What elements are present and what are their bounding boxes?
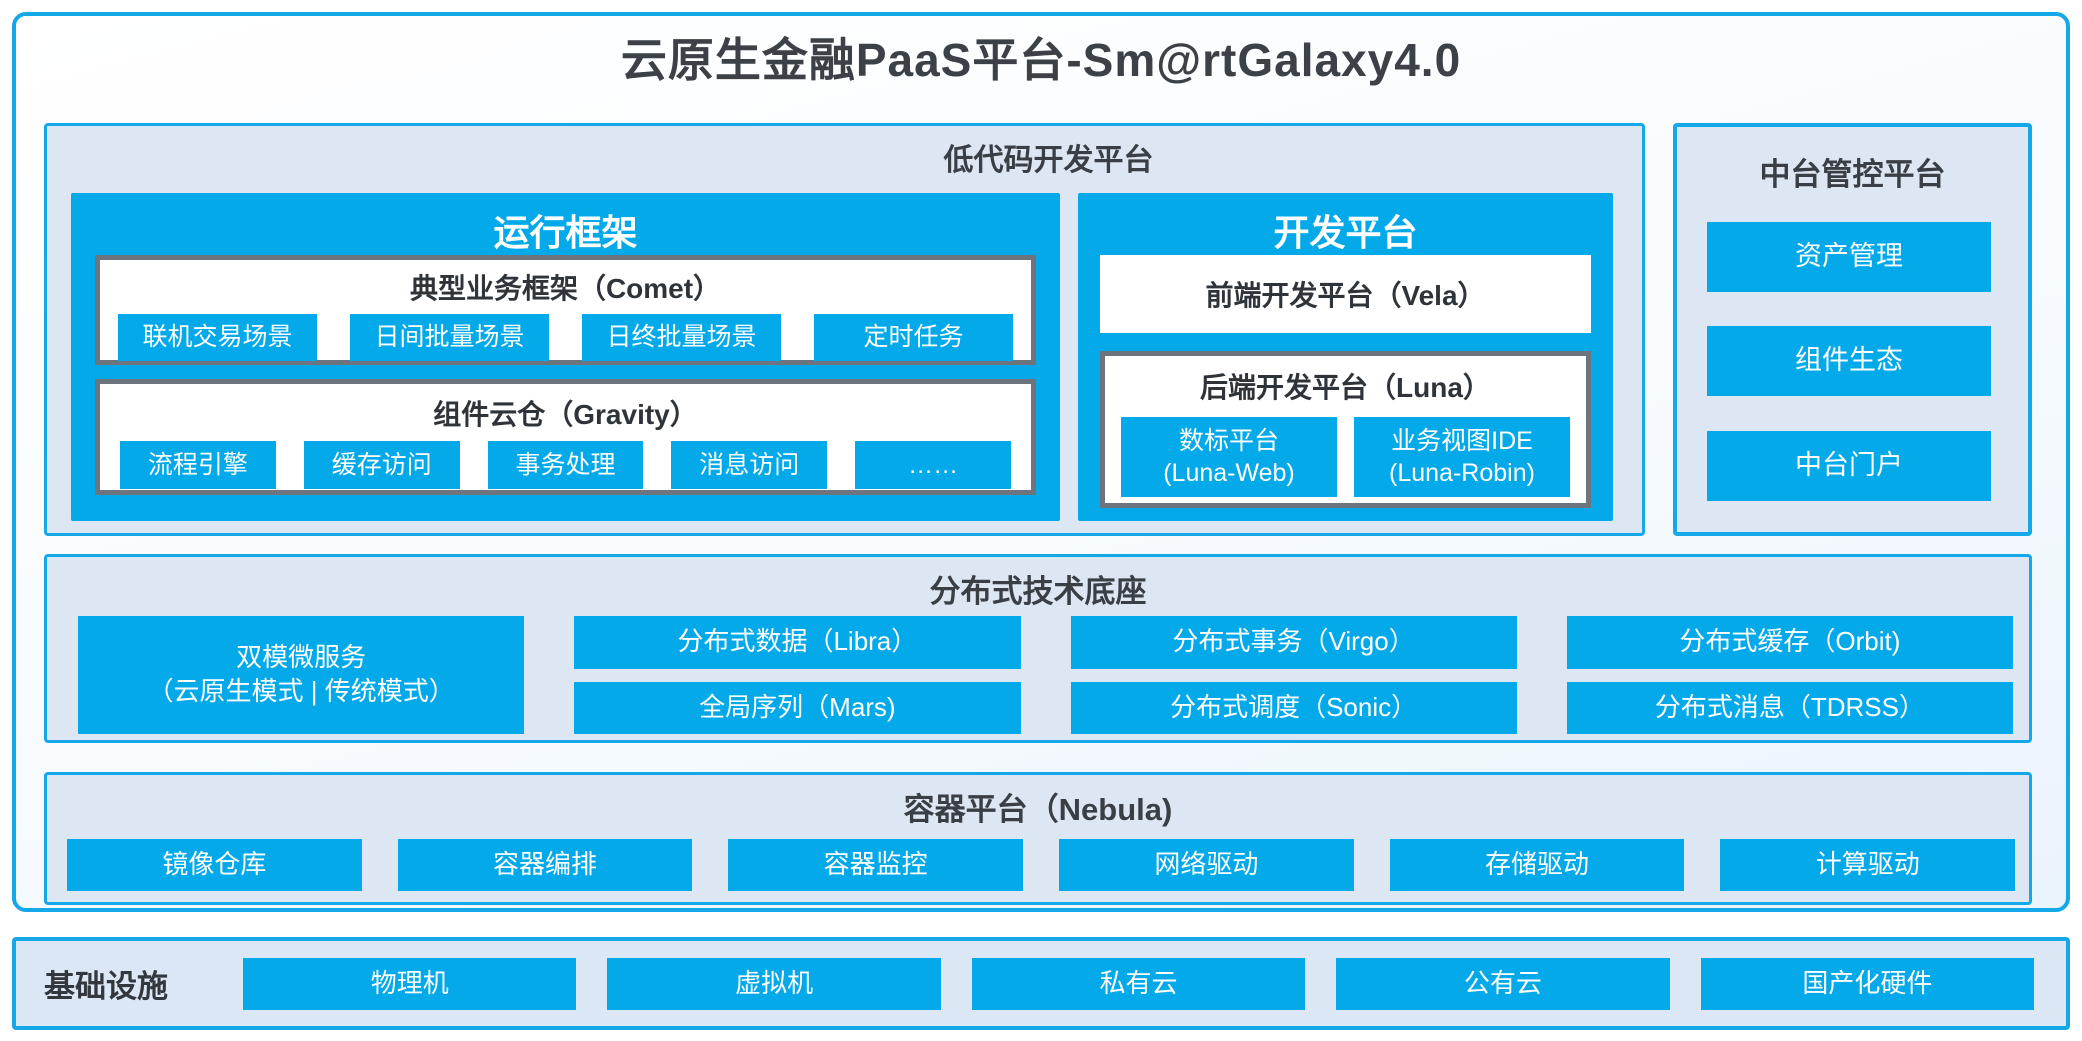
- network-driver-box: 网络驱动: [1059, 839, 1354, 891]
- luna-backend-box: 后端开发平台（Luna） 数标平台 (Luna-Web) 业务视图IDE (Lu…: [1100, 351, 1591, 508]
- middle-platform-item-ecosystem: 组件生态: [1707, 326, 1991, 396]
- global-sequence-box: 全局序列（Mars): [574, 681, 1021, 734]
- luna-web-item: 数标平台 (Luna-Web): [1121, 417, 1337, 497]
- runtime-framework-title: 运行框架: [493, 212, 638, 253]
- domestic-hardware-box: 国产化硬件: [1700, 957, 2035, 1010]
- dual-mode-microservice-box: 双模微服务 （云原生模式 | 传统模式）: [78, 616, 525, 734]
- distributed-data-box: 分布式数据（Libra）: [574, 616, 1021, 669]
- dual-mode-line2: （云原生模式 | 传统模式）: [147, 676, 455, 706]
- compute-driver-box: 计算驱动: [1720, 839, 2016, 891]
- distributed-grid: 双模微服务 （云原生模式 | 传统模式） 分布式数据（Libra） 分布式事务（…: [78, 616, 2013, 734]
- physical-machine-box: 物理机: [243, 957, 577, 1010]
- comet-item: 日终批量场景: [582, 314, 781, 361]
- container-orchestration-box: 容器编排: [397, 839, 693, 891]
- container-platform-panel: 容器平台（Nebula) 镜像仓库 容器编排 容器监控 网络驱动 存储驱动 计算…: [44, 772, 2032, 905]
- gravity-item: 消息访问: [671, 441, 828, 489]
- infrastructure-label: 基础设施: [44, 969, 168, 1004]
- gravity-warehouse-title: 组件云仓（Gravity）: [433, 399, 698, 430]
- luna-web-name: 数标平台: [1178, 426, 1279, 455]
- middle-platform-item-asset: 资产管理: [1707, 222, 1991, 292]
- comet-item: 日间批量场景: [350, 314, 549, 361]
- container-monitoring-box: 容器监控: [728, 839, 1024, 891]
- middle-platform-title: 中台管控平台: [1759, 157, 1946, 192]
- gravity-items-row: 流程引擎 缓存访问 事务处理 消息访问 ……: [120, 441, 1011, 489]
- infrastructure-panel: 基础设施 物理机 虚拟机 私有云 公有云 国产化硬件: [12, 937, 2070, 1030]
- comet-item: 联机交易场景: [118, 314, 317, 361]
- distributed-base-title: 分布式技术底座: [929, 574, 1147, 609]
- vela-frontend-title: 前端开发平台（Vela）: [1205, 280, 1486, 311]
- container-platform-title: 容器平台（Nebula): [903, 792, 1173, 827]
- storage-driver-box: 存储驱动: [1389, 839, 1685, 891]
- distributed-scheduling-box: 分布式调度（Sonic）: [1070, 681, 1517, 734]
- page-title: 云原生金融PaaS平台-Sm@rtGalaxy4.0: [620, 34, 1462, 86]
- comet-item: 定时任务: [814, 314, 1013, 361]
- dual-mode-line1: 双模微服务: [236, 642, 367, 673]
- gravity-item: 流程引擎: [120, 441, 276, 489]
- infrastructure-row: 基础设施 物理机 虚拟机 私有云 公有云 国产化硬件: [16, 941, 2066, 1026]
- luna-web-code: (Luna-Web): [1163, 459, 1295, 487]
- comet-items-row: 联机交易场景 日间批量场景 日终批量场景 定时任务: [118, 314, 1013, 361]
- luna-robin-code: (Luna-Robin): [1389, 459, 1535, 487]
- middle-platform-item-portal: 中台门户: [1707, 431, 1991, 501]
- image-registry-box: 镜像仓库: [67, 839, 362, 891]
- distributed-message-box: 分布式消息（TDRSS）: [1566, 681, 2013, 734]
- gravity-warehouse-box: 组件云仓（Gravity） 流程引擎 缓存访问 事务处理 消息访问 ……: [95, 379, 1036, 495]
- gravity-item: 缓存访问: [303, 441, 460, 489]
- virtual-machine-box: 虚拟机: [607, 957, 941, 1010]
- dev-platform-panel: 开发平台 前端开发平台（Vela） 后端开发平台（Luna） 数标平台 (Lun…: [1078, 193, 1613, 521]
- distributed-base-panel: 分布式技术底座 双模微服务 （云原生模式 | 传统模式） 分布式数据（Libra…: [44, 554, 2032, 743]
- gravity-item-ellipsis: ……: [855, 441, 1011, 489]
- gravity-item: 事务处理: [487, 441, 644, 489]
- container-items-row: 镜像仓库 容器编排 容器监控 网络驱动 存储驱动 计算驱动: [67, 839, 2016, 891]
- luna-robin-item: 业务视图IDE (Luna-Robin): [1354, 417, 1570, 497]
- luna-backend-title: 后端开发平台（Luna）: [1200, 372, 1491, 403]
- luna-items-row: 数标平台 (Luna-Web) 业务视图IDE (Luna-Robin): [1121, 417, 1570, 497]
- lowcode-platform-panel: 低代码开发平台 运行框架 典型业务框架（Comet） 联机交易场景 日间批量场景…: [44, 123, 1645, 536]
- private-cloud-box: 私有云: [971, 957, 1306, 1010]
- luna-robin-name: 业务视图IDE: [1391, 426, 1533, 455]
- distributed-transaction-box: 分布式事务（Virgo）: [1070, 616, 1517, 669]
- comet-framework-box: 典型业务框架（Comet） 联机交易场景 日间批量场景 日终批量场景 定时任务: [95, 255, 1036, 365]
- runtime-framework-panel: 运行框架 典型业务框架（Comet） 联机交易场景 日间批量场景 日终批量场景 …: [71, 193, 1060, 521]
- distributed-cache-box: 分布式缓存（Orbit): [1566, 616, 2013, 669]
- lowcode-platform-title: 低代码开发平台: [943, 144, 1154, 177]
- middle-platform-panel: 中台管控平台 资产管理 组件生态 中台门户: [1673, 123, 2032, 536]
- comet-framework-title: 典型业务框架（Comet）: [409, 273, 722, 304]
- dev-platform-title: 开发平台: [1273, 212, 1418, 253]
- vela-frontend-box: 前端开发平台（Vela）: [1100, 255, 1591, 333]
- public-cloud-box: 公有云: [1336, 957, 1670, 1010]
